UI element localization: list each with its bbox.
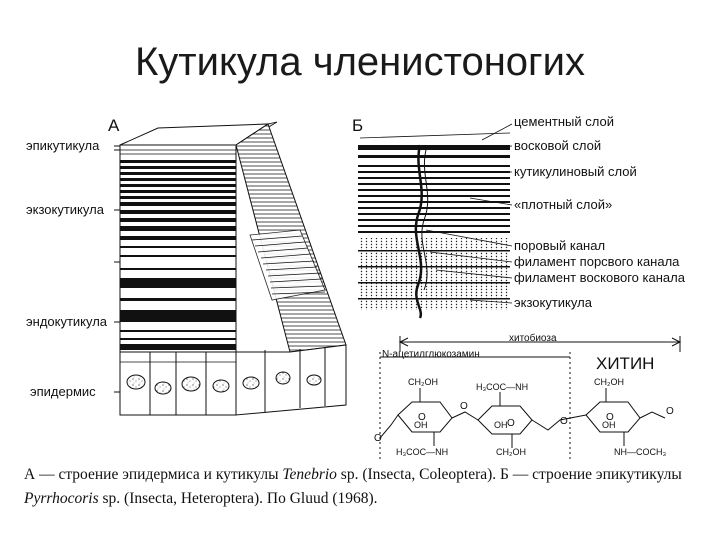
label-pore-canal-filament: филамент порсвого канала <box>514 254 679 269</box>
label-exocuticle-b: экзокутикула <box>514 295 592 310</box>
group-ch2oh-2: CH₂OH <box>594 377 624 387</box>
svg-text:O: O <box>507 418 515 429</box>
panel-a-letter: А <box>108 116 119 136</box>
label-chitobiose: хитобиоза <box>509 333 557 344</box>
label-n-acetylglucosamine: N-ацетилглюкозамин <box>382 349 480 360</box>
svg-text:O: O <box>560 416 568 427</box>
panel-b-section <box>358 124 512 318</box>
label-dense-layer: «плотный слой» <box>514 197 612 212</box>
caption-part-2: sp. (Insecta, Coleoptera). Б — строение … <box>337 466 682 483</box>
caption-genus-tenebrio: Tenebrio <box>282 466 337 483</box>
caption-genus-pyrrhocoris: Pyrrhocoris <box>24 490 99 507</box>
group-oh-2: OH <box>494 420 508 430</box>
caption-part-1: А — строение эпидермиса и кутикулы <box>24 466 282 483</box>
group-oh-1: OH <box>414 420 428 430</box>
label-wax-canal-filament: филамент воскового канала <box>514 270 685 285</box>
svg-text:O: O <box>460 401 468 412</box>
panel-b-letter: Б <box>352 116 363 136</box>
label-cuticulin-layer: кутикулиновый слой <box>514 164 637 179</box>
panel-a-block <box>114 122 346 415</box>
label-pore-canal: поровый канал <box>514 238 605 253</box>
group-ch2oh-3: CH₂OH <box>496 447 526 457</box>
label-exocuticle: экзокутикула <box>26 202 104 217</box>
label-chitin-title: ХИТИН <box>596 354 654 374</box>
group-acetamido-1: H₃COC—NH <box>476 382 528 392</box>
svg-text:O: O <box>374 433 382 444</box>
group-ch2oh-1: CH₂OH <box>408 377 438 387</box>
figure-caption: А — строение эпидермиса и кутикулы Teneb… <box>24 463 704 511</box>
epidermis-cells <box>120 352 236 415</box>
label-endocuticle: эндокутикула <box>26 314 107 329</box>
group-oh-3: OH <box>602 420 616 430</box>
label-cement-layer: цементный слой <box>514 114 614 129</box>
group-acetamido-2: H₃COC—NH <box>396 447 448 457</box>
group-acetamido-3: NH—COCH₃ <box>614 447 666 457</box>
label-epidermis: эпидермис <box>30 384 96 399</box>
caption-part-3: sp. (Insecta, Heteroptera). По Gluud (19… <box>99 490 378 507</box>
label-epicuticle: эпикутикула <box>26 138 99 153</box>
label-wax-layer: восковой слой <box>514 138 601 153</box>
svg-text:O: O <box>666 406 674 417</box>
